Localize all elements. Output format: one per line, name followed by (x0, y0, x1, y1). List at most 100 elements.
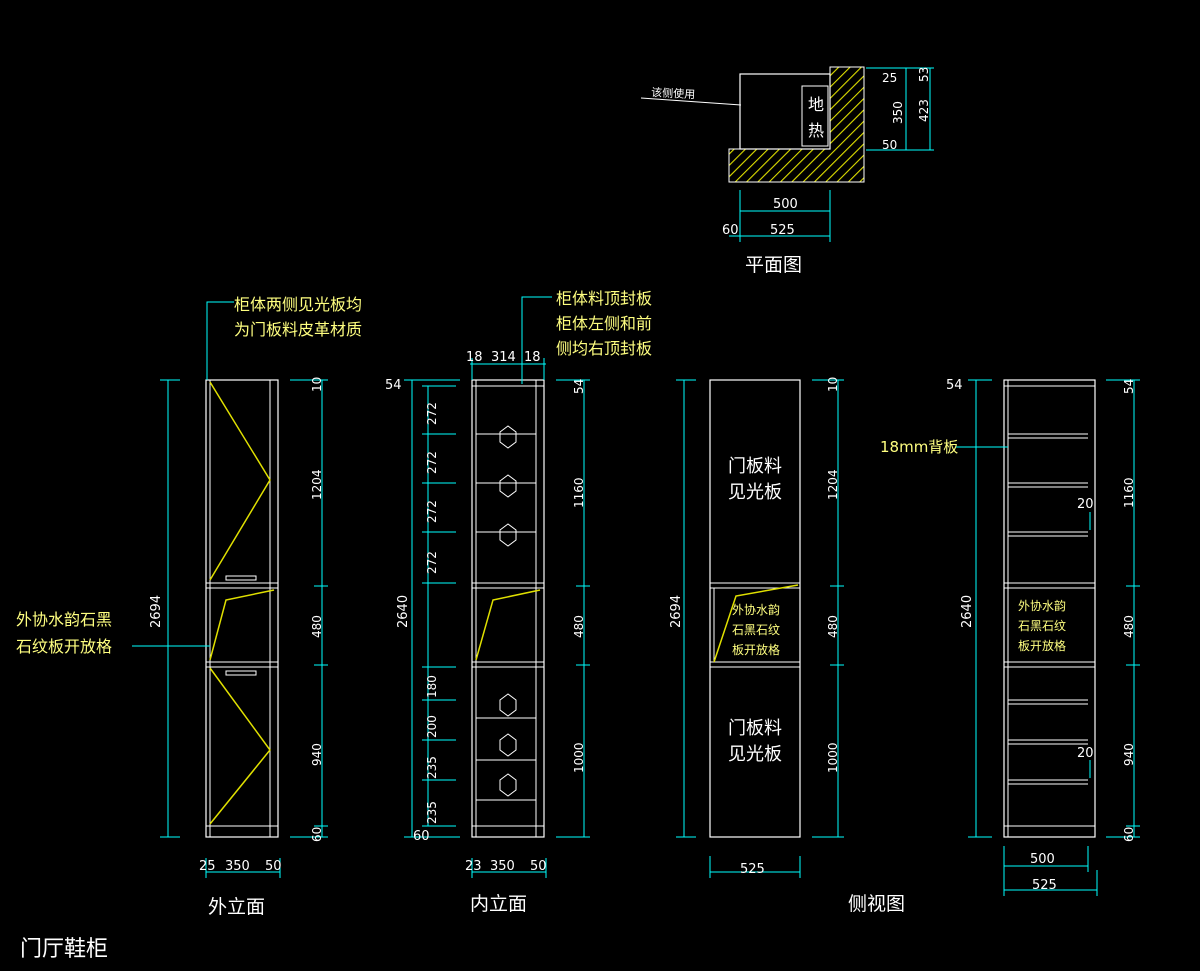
outer-dim-50: 50 (265, 859, 282, 874)
plan-dim-423: 423 (917, 99, 931, 122)
inner-dim-50: 50 (530, 859, 547, 874)
plan-heater-box (801, 85, 829, 147)
plan-view: 地 热 该侧使用 500 60 525 25 350 50 53 423 平面图 (640, 66, 934, 276)
side-lower-label-2: 见光板 (728, 744, 782, 765)
inner-dim-18b: 18 (524, 350, 541, 365)
inner-shoe-rack (499, 773, 517, 797)
back-dim-54-right: 54 (1122, 379, 1136, 394)
outer-elevation: 2694 10 1204 480 940 60 25 350 50 柜体两侧见光… (16, 295, 362, 918)
inner-dim-272: 272 (425, 551, 439, 574)
outer-dim-2694: 2694 (149, 595, 164, 628)
plan-note: 该侧使用 (651, 85, 696, 101)
side-middle-label-1: 外协水韵 (732, 602, 780, 617)
side-dim-10: 10 (826, 377, 840, 392)
outer-note-side-line1: 外协水韵石黑 (16, 610, 112, 629)
side-lower-label-1: 门板料 (728, 718, 782, 739)
plan-dim-350: 350 (891, 101, 905, 124)
inner-shoe-rack (499, 733, 517, 757)
outer-dim-940: 940 (310, 743, 324, 766)
inner-dim-235: 235 (425, 756, 439, 779)
inner-dim-23: 23 (465, 859, 482, 874)
back-dim-20a: 20 (1077, 497, 1094, 512)
drawing-title: 门厅鞋柜 (20, 937, 108, 962)
inner-cabinet-outline (471, 379, 545, 838)
back-middle-label-2: 石黑石纹 (1018, 619, 1066, 633)
inner-caption: 内立面 (470, 893, 527, 915)
inner-dim-272: 272 (425, 402, 439, 425)
back-dim-20b: 20 (1077, 746, 1094, 761)
outer-dim-480: 480 (310, 615, 324, 638)
outer-dim-350: 350 (225, 859, 250, 874)
outer-note-top-line2: 为门板料皮革材质 (234, 320, 362, 339)
inner-dim-1000: 1000 (572, 742, 586, 773)
outer-door-swing-upper (209, 381, 271, 581)
inner-dim-54-left: 54 (385, 378, 402, 393)
back-middle-label-1: 外协水韵 (1018, 598, 1066, 613)
outer-note-top-line1: 柜体两侧见光板均 (234, 295, 362, 314)
inner-dim-235: 235 (425, 801, 439, 824)
side-dim-525: 525 (740, 862, 765, 877)
plan-dim-25: 25 (882, 71, 897, 85)
back-dim-940: 940 (1122, 743, 1136, 766)
outer-dim-25: 25 (199, 859, 216, 874)
back-dim-2640: 2640 (960, 595, 975, 628)
inner-note-leader (521, 296, 552, 384)
inner-dim-2640: 2640 (396, 595, 411, 628)
side-cabinet-outline (709, 379, 801, 838)
outer-handle (225, 670, 257, 676)
inner-note-line3: 侧均右顶封板 (556, 339, 652, 358)
outer-cabinet-outline (205, 379, 279, 838)
side-dim-2694: 2694 (669, 595, 684, 628)
inner-open-shelf-diagonal (475, 589, 541, 661)
inner-dim-350: 350 (490, 859, 515, 874)
back-view: 外协水韵 石黑石纹 板开放格 20 20 18mm背板 54 2640 54 1… (880, 378, 1140, 896)
back-dim-525: 525 (1032, 878, 1057, 893)
inner-dim-272: 272 (425, 500, 439, 523)
inner-note-line1: 柜体料顶封板 (556, 289, 652, 308)
inner-shoe-rack (499, 523, 517, 547)
side-middle-label-2: 石黑石纹 (732, 623, 780, 637)
plan-note-leader (640, 97, 742, 106)
plan-heater-char-1: 地 (808, 95, 824, 114)
plan-heater-char-2: 热 (808, 121, 824, 140)
side-middle-label-3: 板开放格 (732, 642, 780, 657)
inner-dim-180: 180 (425, 675, 439, 698)
outer-handle (225, 575, 257, 581)
plan-caption: 平面图 (745, 254, 802, 276)
inner-shoe-rack (499, 693, 517, 717)
plan-dim-500: 500 (773, 197, 798, 212)
inner-shoe-rack (499, 474, 517, 498)
outer-open-shelf-diagonal (209, 589, 275, 661)
back-cabinet-outline (1003, 379, 1096, 838)
inner-dim-314: 314 (491, 350, 516, 365)
plan-hatched-wall (728, 66, 865, 183)
side-caption: 侧视图 (848, 893, 905, 915)
side-open-shelf-diagonal (713, 584, 799, 663)
inner-dim-1160: 1160 (572, 477, 586, 508)
inner-note-line2: 柜体左侧和前 (556, 314, 652, 333)
outer-caption: 外立面 (208, 896, 265, 918)
side-dim-1204: 1204 (826, 469, 840, 500)
plan-cabinet-outline (739, 73, 831, 150)
plan-dim-525: 525 (770, 223, 795, 238)
plan-dim-50: 50 (882, 138, 897, 152)
outer-dim-60: 60 (310, 827, 324, 842)
inner-shoe-rack (499, 425, 517, 449)
side-view: 门板料 见光板 外协水韵 石黑石纹 板开放格 门板料 见光板 2694 10 1… (669, 377, 905, 915)
back-dim-500: 500 (1030, 852, 1055, 867)
back-note: 18mm背板 (880, 438, 958, 456)
side-dim-1000: 1000 (826, 742, 840, 773)
back-dim-54-left: 54 (946, 378, 963, 393)
back-dim-1160: 1160 (1122, 477, 1136, 508)
inner-dim-272: 272 (425, 451, 439, 474)
side-upper-label-1: 门板料 (728, 456, 782, 477)
inner-dim-200: 200 (425, 715, 439, 738)
outer-note-side-line2: 石纹板开放格 (16, 637, 112, 656)
inner-dim-18a: 18 (466, 350, 483, 365)
back-dim-480: 480 (1122, 615, 1136, 638)
inner-dim-60: 60 (413, 829, 430, 844)
inner-dim-54-right: 54 (572, 379, 586, 394)
inner-elevation: 18 314 18 54 272 272 272 272 2640 180 20… (385, 289, 652, 915)
outer-note-top-leader (206, 301, 234, 380)
